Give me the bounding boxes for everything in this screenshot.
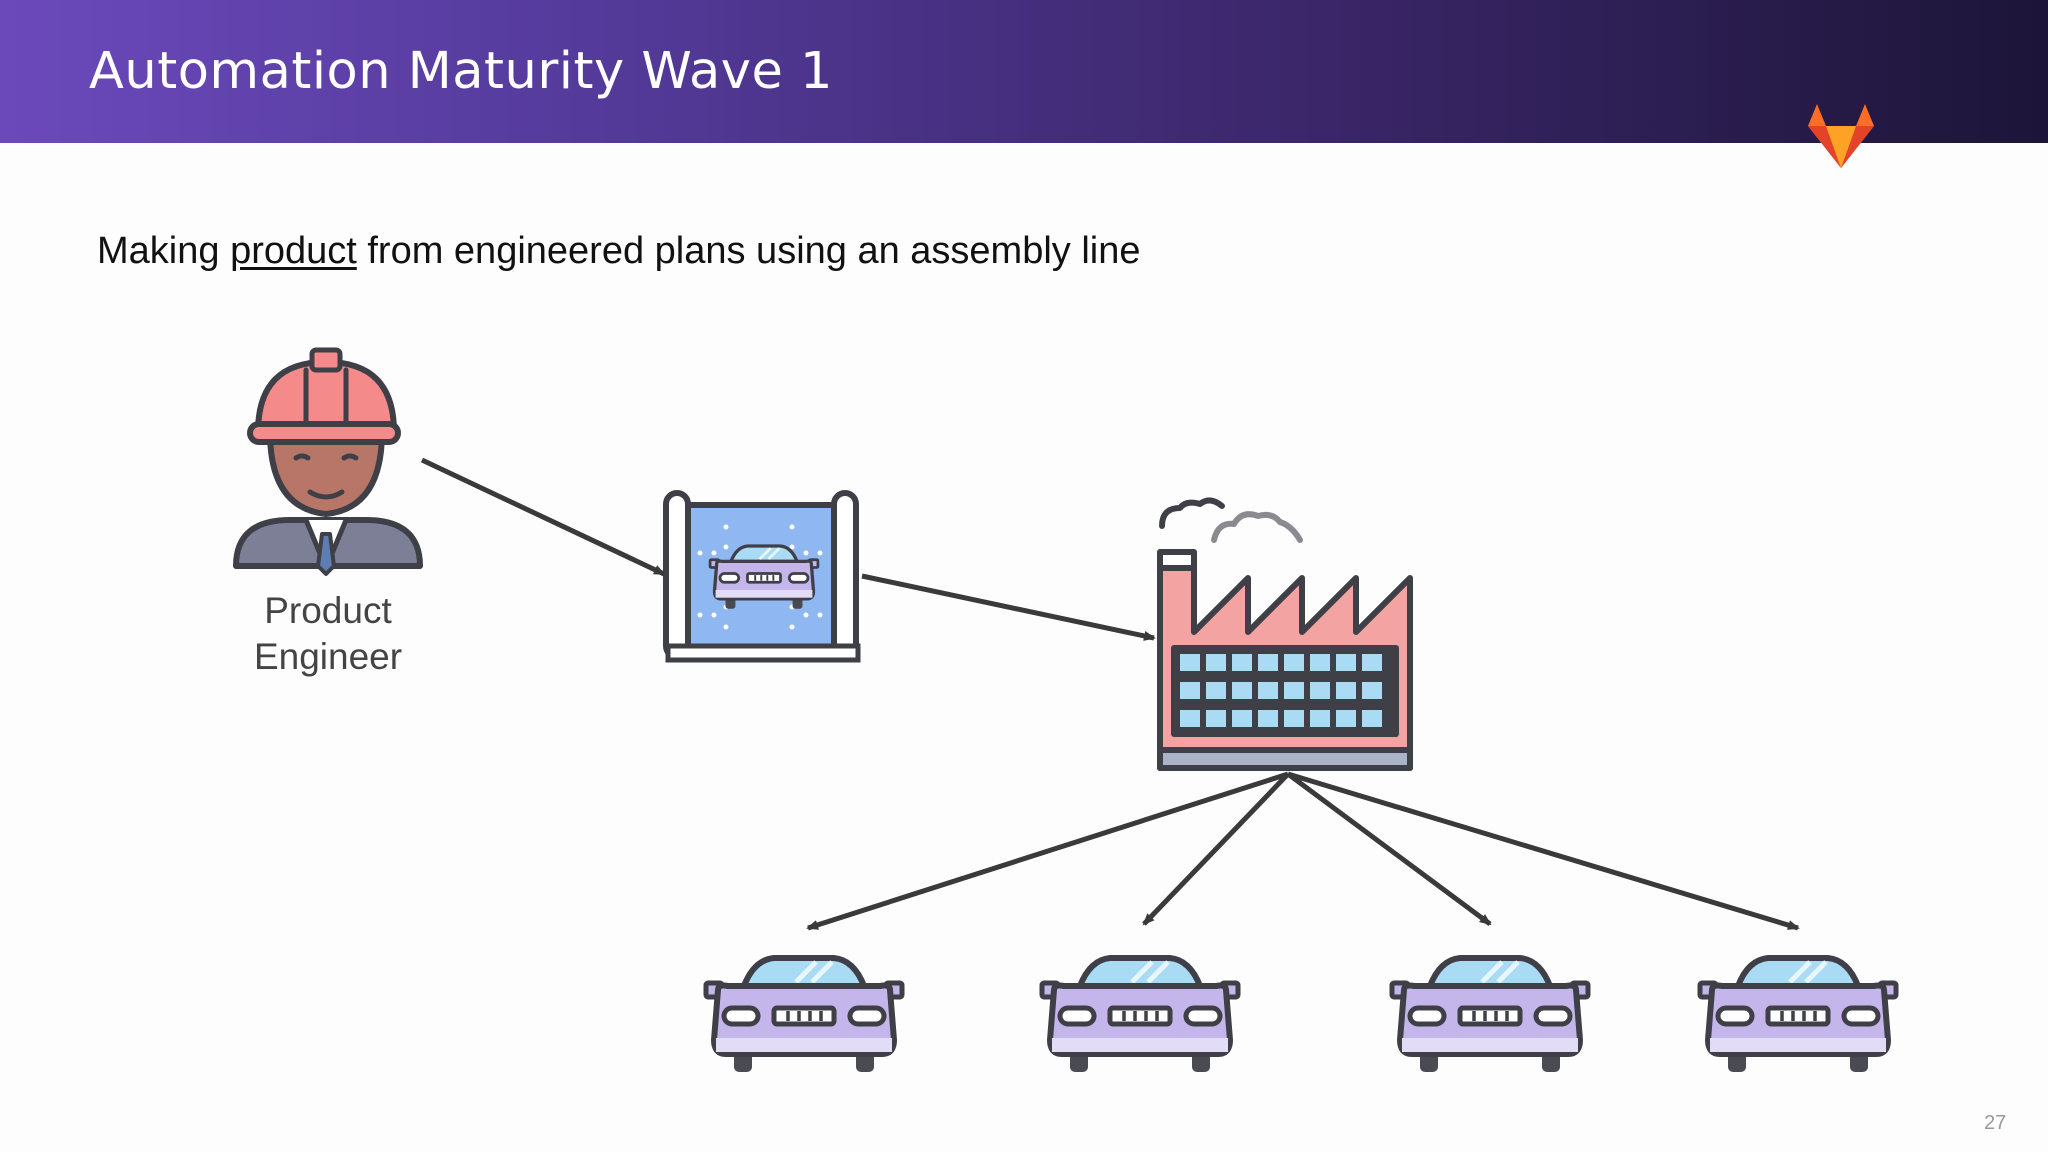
engineer-icon (233, 347, 423, 576)
slide-subtitle: Making product from engineered plans usi… (97, 230, 1141, 273)
arrow-blueprint-to-factory (861, 573, 1156, 641)
gitlab-logo-icon (1808, 104, 1874, 168)
product-engineer-label-line2: Engineer (253, 636, 403, 677)
car-icon-2 (1042, 958, 1238, 1072)
car-blueprint-icon (663, 490, 861, 663)
page-number: 27 (1984, 1112, 2007, 1134)
slide-title: Automation Maturity Wave 1 (89, 42, 833, 101)
product-engineer-label-line1: Product (264, 590, 392, 631)
factory-windows (1180, 654, 1382, 727)
arrow-factory-to-car-2 (1142, 772, 1290, 926)
arrow-factory-to-car-3 (1286, 771, 1492, 927)
product-engineer-label: Product Engineer (220, 588, 436, 680)
subtitle-underlined-word: product (230, 230, 357, 272)
car-icon-3 (1392, 958, 1588, 1072)
subtitle-text-start: Making (97, 230, 231, 272)
arrow-factory-to-car-1 (806, 771, 1289, 931)
factory-icon (1157, 497, 1413, 771)
arrow-engineer-to-blueprint (420, 457, 666, 577)
arrow-factory-to-car-4 (1287, 771, 1800, 931)
subtitle-text-end: from engineered plans using an assembly … (356, 230, 1141, 272)
car-icon-1 (706, 958, 902, 1072)
car-icon-4 (1700, 958, 1896, 1072)
title-bar: Automation Maturity Wave 1 (0, 0, 2048, 143)
